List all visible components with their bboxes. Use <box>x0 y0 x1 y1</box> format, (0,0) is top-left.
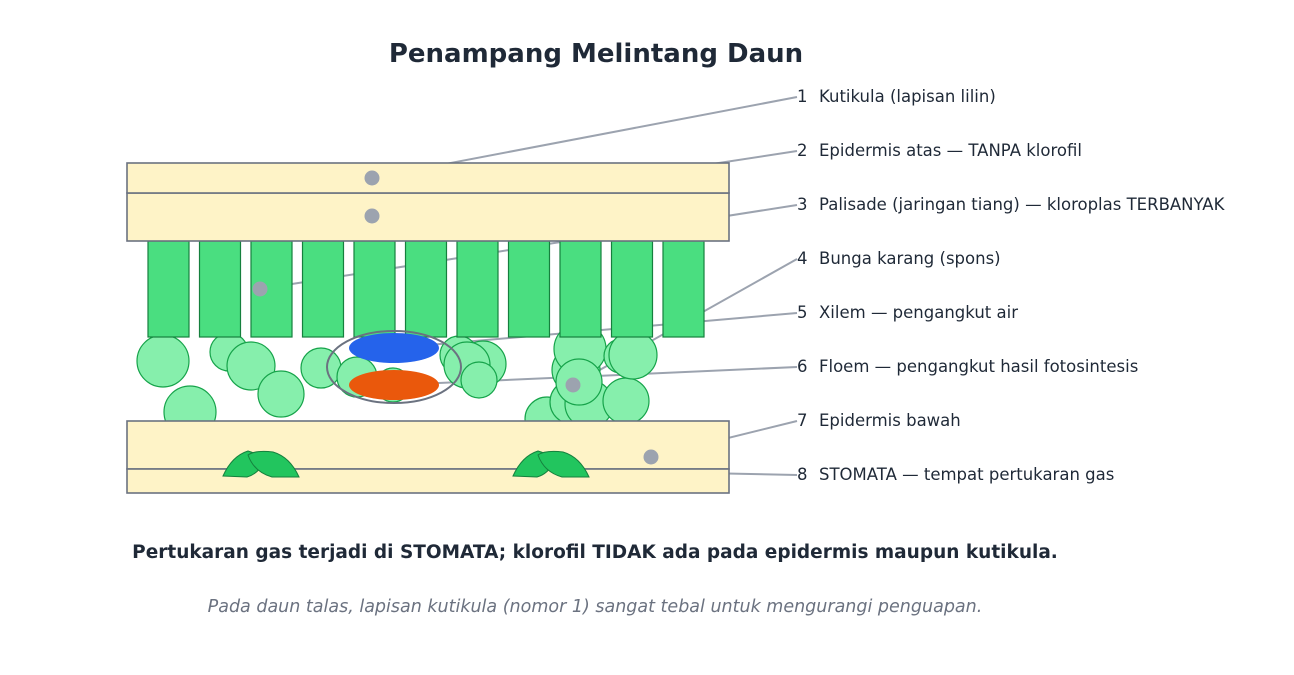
palisade-cell <box>456 240 499 338</box>
label-number-1: 1 <box>797 87 808 106</box>
palisade-cell <box>353 240 396 338</box>
palisade-cell <box>507 240 551 338</box>
marker-dot <box>252 281 268 297</box>
label-text-3: Palisade (jaringan tiang) — kloroplas TE… <box>819 195 1226 214</box>
marker-dot <box>364 208 380 224</box>
label-text-4: Bunga karang (spons) <box>819 249 1001 268</box>
label-number-4: 4 <box>797 249 808 268</box>
label-text-1: Kutikula (lapisan lilin) <box>819 87 996 106</box>
diagram-title: Penampang Melintang Daun <box>389 39 803 69</box>
palisade-cell <box>662 240 705 338</box>
guard-cell-icon <box>537 450 590 478</box>
label-number-8: 8 <box>797 465 808 484</box>
palisade-cell <box>404 240 448 338</box>
vascular-bundle <box>326 330 462 404</box>
spongy-cell <box>136 334 190 388</box>
marker-dot <box>364 170 380 186</box>
marker-dot <box>643 449 659 465</box>
label-number-2: 2 <box>797 141 808 160</box>
guard-cell-icon <box>247 450 300 478</box>
cuticle <box>126 162 730 194</box>
label-list: 1 Kutikula (lapisan lilin) 2 Epidermis a… <box>797 87 1226 484</box>
palisade-cell <box>198 240 242 338</box>
upper-epidermis <box>126 192 730 242</box>
label-markers <box>252 170 659 465</box>
label-number-6: 6 <box>797 357 808 376</box>
lower-epidermis <box>126 420 730 470</box>
label-number-7: 7 <box>797 411 808 430</box>
summary-statement: Pertukaran gas terjadi di STOMATA; kloro… <box>132 542 1058 563</box>
stoma-right <box>512 450 590 478</box>
spongy-cell <box>460 361 498 399</box>
spongy-cell <box>226 341 276 391</box>
palisade-cell <box>610 240 654 338</box>
label-text-7: Epidermis bawah <box>819 411 961 430</box>
palisade-cell <box>559 240 602 338</box>
spongy-cell <box>602 377 650 425</box>
marker-dot <box>565 377 581 393</box>
label-text-8: STOMATA — tempat pertukaran gas <box>819 465 1114 484</box>
xylem <box>349 333 439 363</box>
spongy-cell <box>300 347 342 389</box>
label-number-5: 5 <box>797 303 808 322</box>
label-text-2: Epidermis atas — TANPA klorofil <box>819 141 1082 160</box>
spongy-cell <box>608 330 658 380</box>
palisade-cell <box>301 240 345 338</box>
phloem <box>349 370 439 400</box>
vascular-bundle-sheath <box>326 330 462 404</box>
label-text-6: Floem — pengangkut hasil fotosintesis <box>819 357 1138 376</box>
stoma-left <box>222 450 300 478</box>
palisade-layer <box>147 240 705 338</box>
palisade-cell <box>147 240 190 338</box>
spongy-cell <box>257 370 305 418</box>
label-number-3: 3 <box>797 195 808 214</box>
label-text-5: Xilem — pengangkut air <box>819 303 1018 322</box>
footnote: Pada daun talas, lapisan kutikula (nomor… <box>208 597 983 617</box>
lower-cuticle <box>126 468 730 494</box>
